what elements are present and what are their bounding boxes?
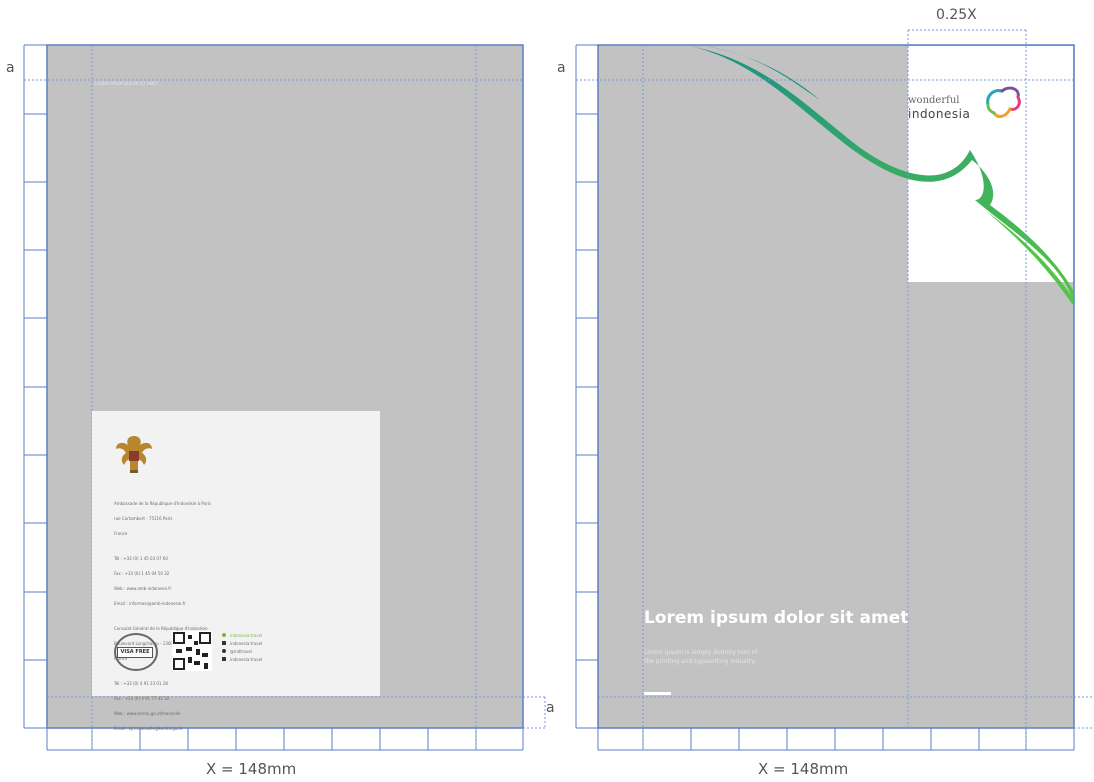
social-label: indonesia.travel: [230, 632, 263, 638]
qr-code-icon: [172, 631, 212, 671]
width-label-right: X = 148mm: [758, 760, 849, 778]
info-line: Tél : +33 (0) 4 91 23 01 28: [114, 681, 168, 686]
social-item: indonesia.travel: [222, 631, 262, 639]
back-cover-horizontal-ruler: [46, 728, 524, 751]
wonderful-indonesia-logo: wonderful indonesia: [908, 83, 1021, 129]
web-icon: [222, 633, 226, 637]
cover-subtitle-line: Lorem ipsum is simply dummy text of: [644, 649, 758, 656]
garuda-pancawarna-icon: [986, 86, 1021, 118]
width-label-left: X = 148mm: [206, 760, 297, 778]
front-cover-horizontal-ruler: [597, 728, 1075, 751]
margin-a-label-right: a: [557, 60, 566, 76]
social-label: @indtravel: [230, 648, 252, 654]
front-cover-guides: [576, 29, 1094, 750]
garuda-emblem-icon: [116, 436, 152, 473]
back-cover-info-box: Ambassade de la République d'Indonésie à…: [92, 411, 380, 731]
twitter-icon: [222, 649, 226, 653]
social-label: indonesia.travel: [230, 640, 263, 646]
back-cover-top-text: LOREM IPSUM DOLOR SIT AMET: [95, 81, 159, 86]
info-line: Consulat Général de la République d'Indo…: [114, 626, 208, 631]
google-plus-icon: [222, 657, 226, 661]
facebook-icon: [222, 641, 226, 645]
info-line: Fax : +33 (0) 4 91 77 42 32: [114, 696, 170, 701]
logo-panel: [908, 46, 1073, 282]
quarter-width-label: 0.25X: [936, 7, 977, 23]
accent-bar: [644, 692, 671, 695]
social-item: indonesia.travel: [222, 655, 262, 663]
social-list: indonesia.travel indonesia.travel @indtr…: [222, 631, 262, 663]
info-line: Fax : +33 (0) 1 45 04 50 32: [114, 571, 170, 576]
info-line: Web : www.amb-indonesie.fr: [114, 586, 172, 591]
margin-a-label-left: a: [6, 60, 15, 76]
info-line: France: [114, 531, 128, 536]
social-item: indonesia.travel: [222, 639, 262, 647]
info-line: Email : informasi@amb-indonesie.fr: [114, 601, 186, 606]
contact-info-block: Ambassade de la République d'Indonésie à…: [114, 491, 211, 741]
info-line: Email : kjri.marseille@kemlu.go.id: [114, 726, 183, 731]
info-line: Web : www.kemlu.go.id/marseille: [114, 711, 181, 716]
brand-line-2: indonesia: [908, 107, 971, 121]
back-cover-guides: [24, 45, 546, 750]
margin-a-label-bottom: a: [546, 700, 555, 716]
info-line: Ambassade de la République d'Indonésie à…: [114, 501, 211, 506]
cover-subtitle-line: the printing and typesetting industry.: [644, 658, 756, 665]
back-cover-vertical-ruler: [23, 44, 47, 729]
social-item: @indtravel: [222, 647, 262, 655]
brand-line-1: wonderful: [908, 95, 960, 106]
visa-free-badge: VISA FREE: [117, 647, 153, 658]
social-label: indonesia.travel: [230, 656, 263, 662]
info-line: Tél : +33 (0) 1 45 03 07 60: [114, 556, 168, 561]
info-line: rue Cortambert - 75116 Paris: [114, 516, 173, 521]
cover-subtitle: Lorem ipsum is simply dummy text of the …: [644, 648, 757, 666]
cover-title: Lorem ipsum dolor sit amet: [644, 608, 909, 628]
front-cover-vertical-ruler: [575, 44, 598, 729]
visa-free-stamp: VISA FREE: [114, 633, 158, 671]
